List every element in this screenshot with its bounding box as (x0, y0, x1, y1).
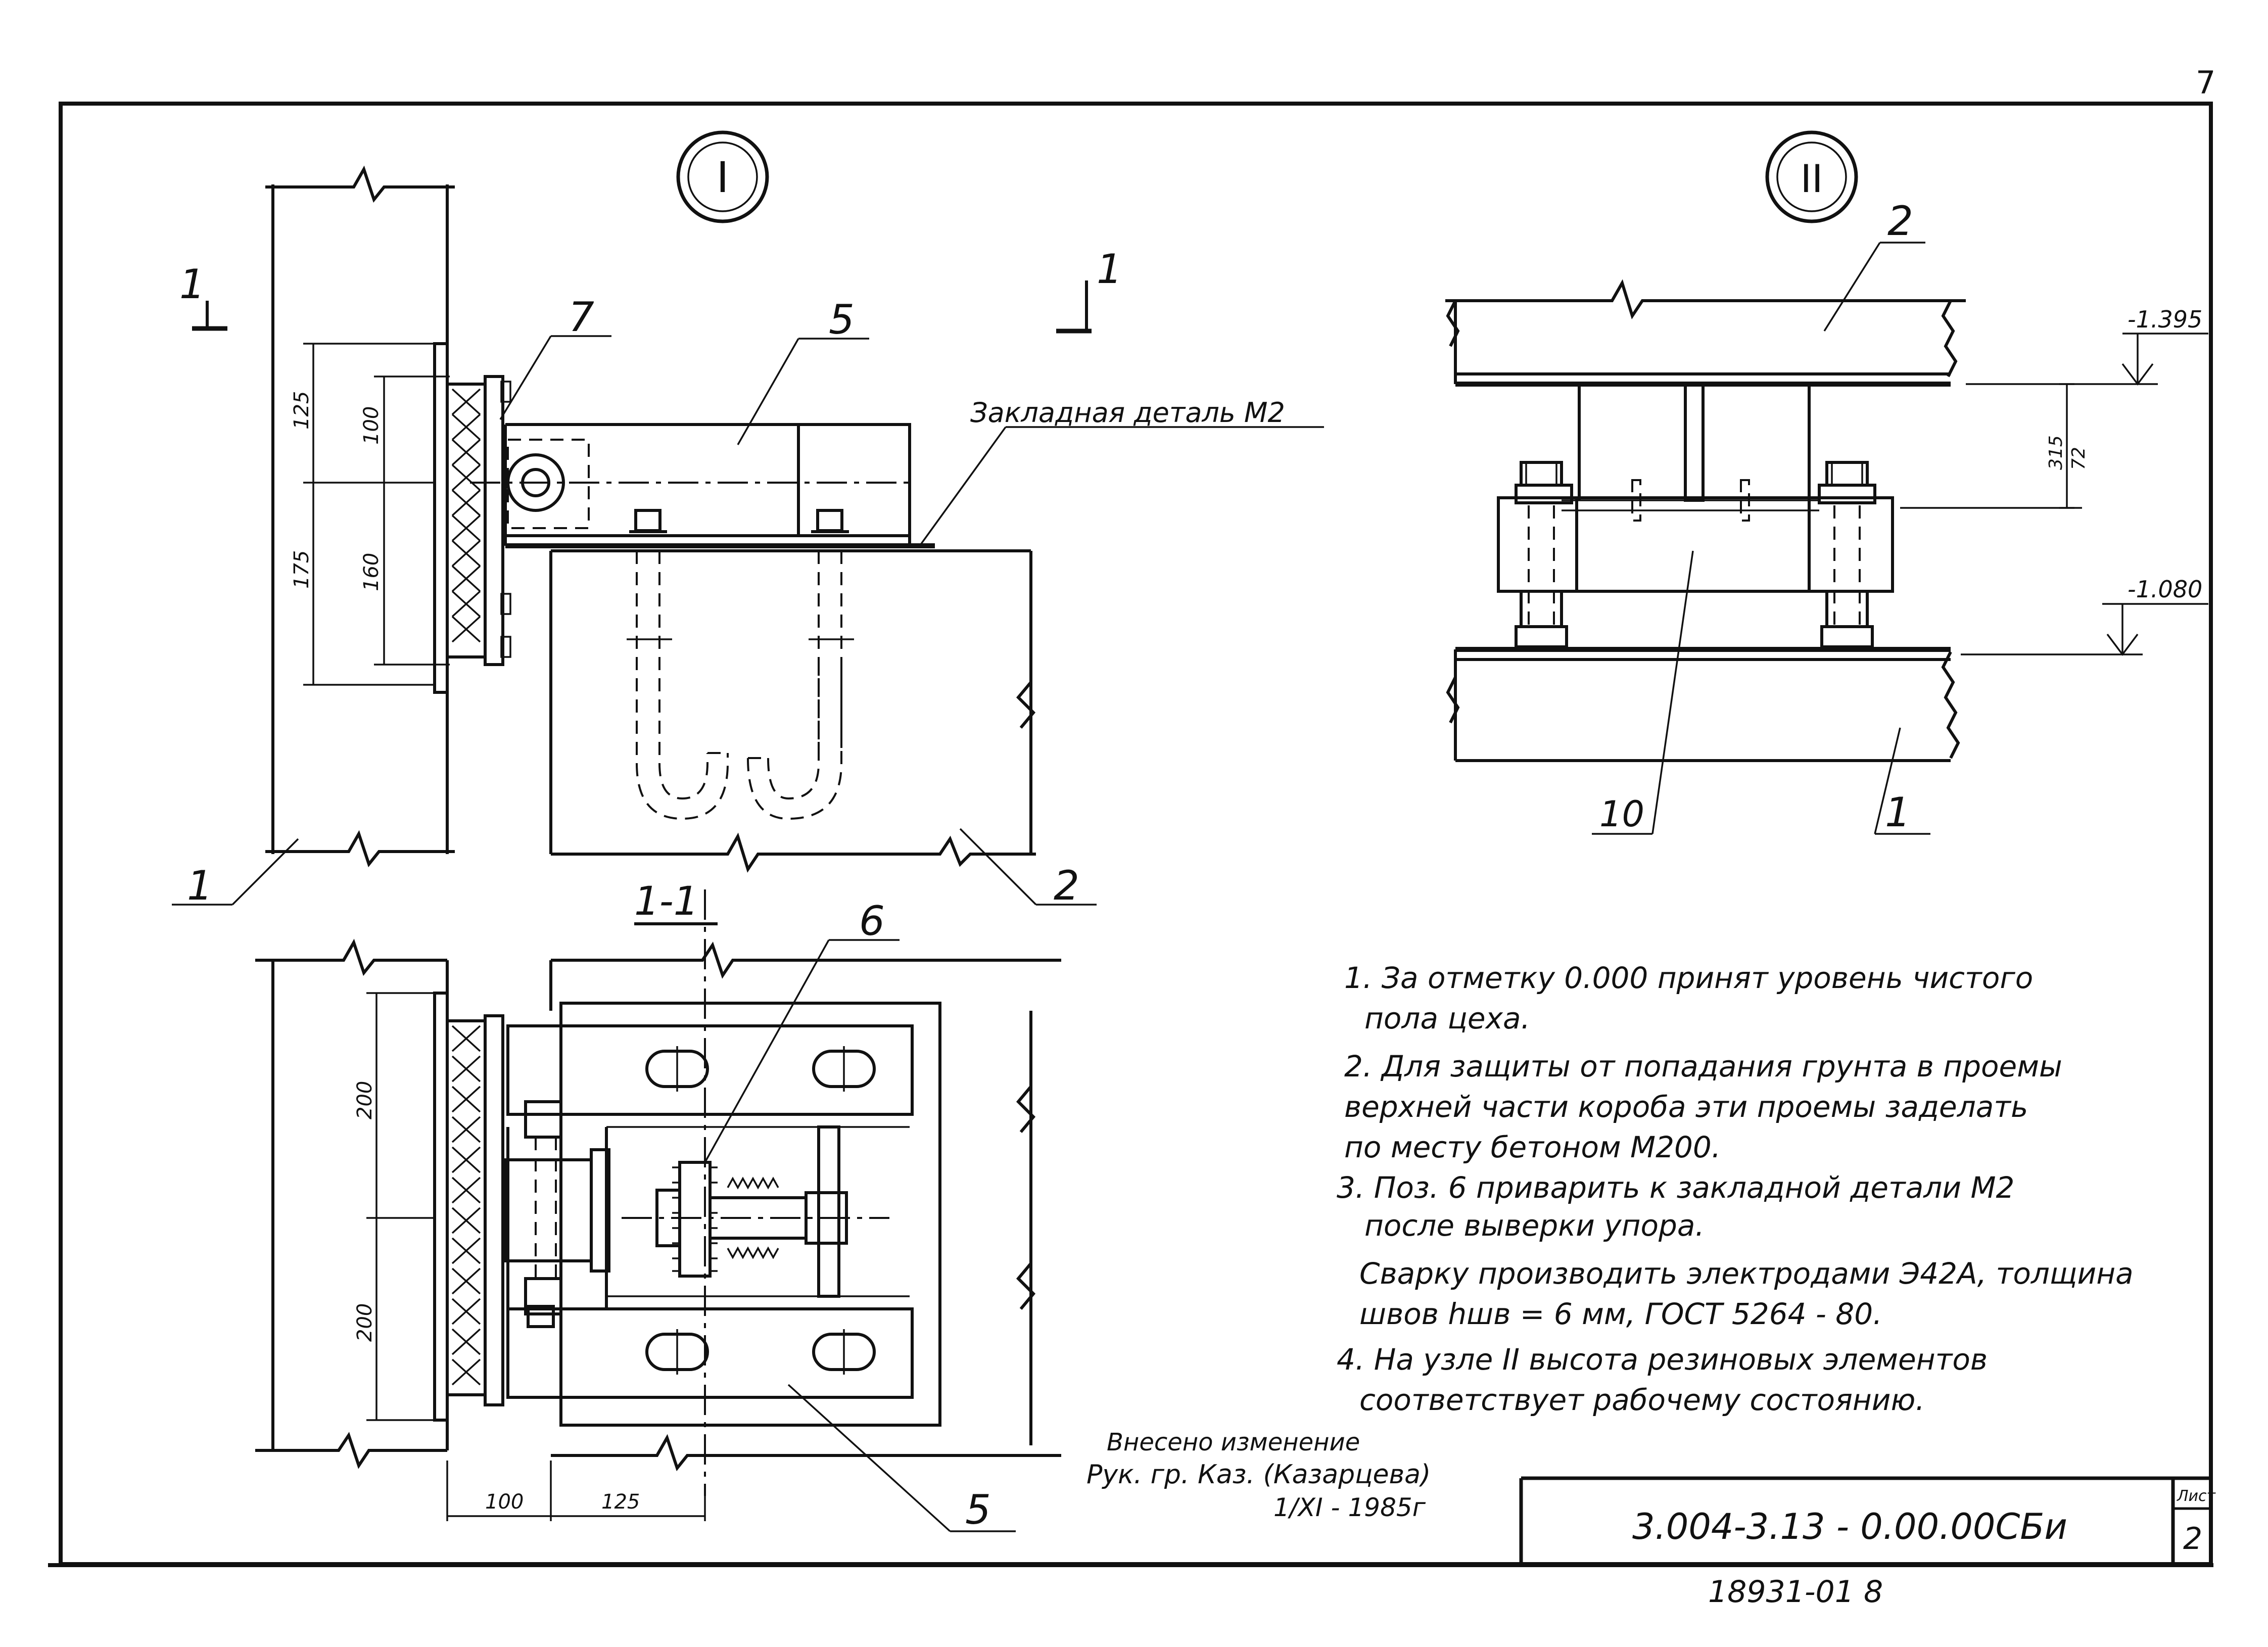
note-line-5: по месту бетоном М200. (1344, 1130, 1721, 1164)
revision-note: Внесено изменение Рук. гр. Каз. (Казарце… (1086, 1428, 1431, 1522)
note-line-6: 3. Поз. 6 приварить к закладной детали М… (1337, 1170, 2014, 1205)
note-line-1: 1. За отметку 0.000 принят уровень чисто… (1344, 961, 2033, 995)
pos-5: 5 (829, 296, 855, 343)
bearing-plate (433, 342, 511, 694)
dim-200b: 200 (353, 1303, 376, 1342)
pos-5-section: 5 (965, 1486, 991, 1533)
embedded-part: Закладная деталь М2 (549, 397, 1324, 873)
svg-text:II: II (1801, 156, 1823, 201)
note-line-8: Сварку производить электродами Э42А, тол… (1359, 1256, 2134, 1291)
sheet-label: Лист (2177, 1487, 2216, 1505)
note-line-3: 2. Для защиты от попадания грунта в прое… (1344, 1049, 2062, 1084)
note-line-10: 4. На узле II высота резиновых элементов (1337, 1342, 1988, 1377)
note-line-2: пола цеха. (1364, 1001, 1530, 1036)
section-1-1: 1-1 (255, 879, 1061, 1533)
view-1: I 1 1 (172, 130, 1324, 909)
archive-number: 18931-01 8 (1708, 1574, 1883, 1610)
section-dimensions: 200 200 100 125 (353, 992, 706, 1521)
column-1 (265, 165, 455, 868)
svg-text:1: 1 (179, 261, 205, 308)
section-title: 1-1 (634, 879, 718, 925)
view-2-leaders: 2 10 1 (1592, 198, 1930, 836)
dim-100: 100 (360, 406, 383, 445)
pos-1: 1 (187, 862, 213, 909)
note-line-4: верхней части короба эти проемы заделать (1344, 1090, 2028, 1124)
dim-72: 72 (2068, 447, 2089, 470)
hinge-assembly (504, 1100, 610, 1328)
notes: 1. За отметку 0.000 принят уровень чисто… (1337, 961, 2134, 1417)
section-leader-5: 5 (787, 1384, 1016, 1533)
revision-line-1: Внесено изменение (1107, 1428, 1360, 1456)
pos-2: 2 (1054, 862, 1079, 909)
revision-line-2: Рук. гр. Каз. (Казарцева) (1086, 1460, 1431, 1490)
section-brackets (506, 1024, 914, 1399)
dim-100-section: 100 (485, 1490, 524, 1514)
section-mark-left: 1 (179, 261, 227, 331)
dim-125-section: 125 (601, 1490, 640, 1514)
embedded-part-label: Закладная деталь М2 (970, 397, 1285, 429)
svg-text:1-1: 1-1 (634, 879, 698, 924)
section-mark-right: 1 (1056, 246, 1122, 334)
dim-315: 315 (2046, 435, 2066, 470)
view-2: II (1445, 130, 2208, 836)
node-marker-2: II (1765, 130, 1858, 223)
dim-125: 125 (290, 391, 313, 430)
title-block: Лист 2 3.004-3.13 - 0.00.00СБи 18931-01 … (1519, 1476, 2216, 1610)
view-1-dimensions: 125 100 175 160 (290, 343, 450, 686)
pos-6: 6 (859, 898, 885, 945)
view-1-leaders: 7 5 1 2 (172, 294, 1097, 909)
bracket-5 (470, 423, 935, 548)
beam-2 (1445, 279, 1966, 387)
pos-10: 10 (1599, 793, 1644, 835)
pos-1-view2: 1 (1885, 789, 1911, 836)
dim-160: 160 (360, 553, 383, 591)
section-column (255, 938, 504, 1469)
revision-line-3: 1/XI - 1985г (1273, 1493, 1426, 1522)
note-line-9: швов hшв = 6 мм, ГОСТ 5264 - 80. (1359, 1297, 1882, 1331)
node-marker-1: I (676, 130, 769, 223)
svg-text:1: 1 (1097, 246, 1122, 293)
pos-2-view2: 2 (1887, 198, 1913, 245)
svg-text:I: I (717, 153, 729, 202)
stop-plate-6: 6 (622, 889, 900, 1496)
pos-7: 7 (569, 294, 594, 341)
level-bottom: -1.080 (2128, 576, 2202, 603)
page-number: 7 (2196, 64, 2215, 101)
dim-200a: 200 (353, 1081, 376, 1119)
note-line-11: соответствует рабочему состоянию. (1359, 1383, 1925, 1417)
sheet-frame (48, 102, 2213, 1567)
level-marks: -1.395 315 72 -1.080 (1900, 306, 2208, 656)
section-embedded-plate (549, 942, 1061, 1472)
note-line-7: после выверки упора. (1364, 1208, 1705, 1243)
base-beam-1 (1446, 647, 1960, 762)
sheet-number: 2 (2183, 1521, 2202, 1557)
dim-175: 175 (290, 550, 313, 589)
anchor-bolts (627, 509, 854, 820)
support-frame (1562, 383, 1819, 522)
level-top: -1.395 (2128, 306, 2202, 333)
drawing-designation: 3.004-3.13 - 0.00.00СБи (1632, 1506, 2067, 1547)
